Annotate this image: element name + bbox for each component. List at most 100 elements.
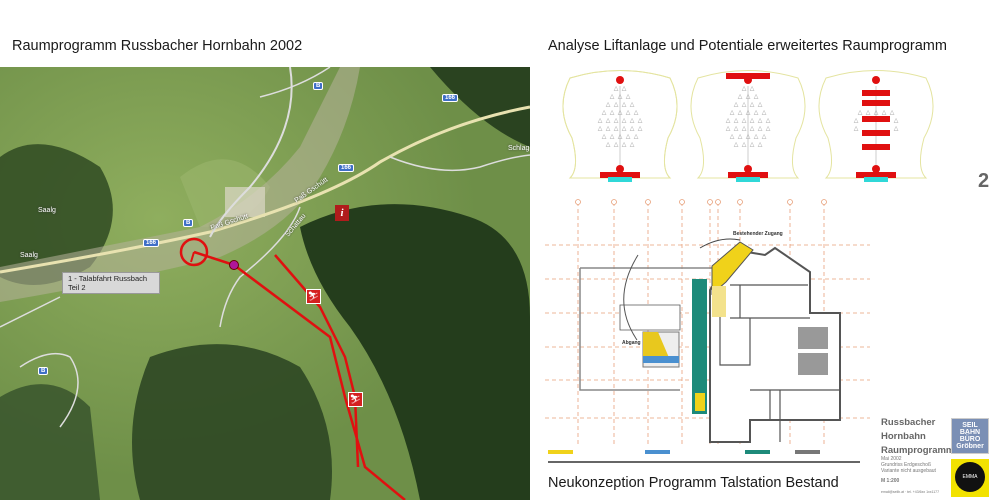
seat-mark: △ [742, 118, 747, 124]
seat-mark: △ [738, 134, 743, 140]
bus-stop-icon[interactable]: B [183, 219, 194, 227]
emma-logo-text: EMMA [955, 462, 985, 492]
seat-mark: △ [614, 102, 619, 108]
seat-mark: △ [630, 118, 635, 124]
seat-mark: △ [606, 118, 611, 124]
map-label-schlag: Schlag [508, 145, 530, 152]
lift-diagram: △△△△△△△△△ [818, 70, 934, 182]
seat-mark: △ [610, 94, 615, 100]
seat-mark: △ [630, 102, 635, 108]
tb-scale: M 1:200 [881, 478, 900, 484]
seat-mark: △ [766, 126, 771, 132]
seat-mark: △ [634, 110, 639, 116]
grid-axis-marker [787, 199, 793, 205]
seat-mark: △ [734, 142, 739, 148]
seat-mark: △ [754, 134, 759, 140]
tb-line1: Russbacher [881, 417, 936, 428]
map-label-saalg: Saalg [20, 252, 38, 259]
bus-stop-icon[interactable]: B [313, 82, 324, 90]
road-shield-166: 166 [338, 164, 355, 172]
ski-run-icon[interactable]: ⛷ [348, 392, 363, 407]
seat-mark: △ [866, 110, 871, 116]
seat-mark: △ [738, 94, 743, 100]
lift-station-bottom [872, 165, 880, 173]
seat-mark: △ [894, 126, 899, 132]
seat-mark: △ [734, 126, 739, 132]
seilbahnbuero-logo: SEIL BAHN BÜRO Gröbner [951, 418, 989, 454]
seat-mark: △ [766, 118, 771, 124]
map-graphics [0, 67, 530, 500]
seat-mark: △ [726, 118, 731, 124]
seat-mark: △ [758, 142, 763, 148]
seat-mark: △ [626, 134, 631, 140]
seat-mark: △ [890, 110, 895, 116]
seat-mark: △ [610, 134, 615, 140]
info-icon[interactable]: i [335, 205, 349, 221]
seat-mark: △ [734, 118, 739, 124]
map-label-saalg: Saalg [38, 207, 56, 214]
seat-mark: △ [602, 110, 607, 116]
grid-axis-marker [737, 199, 743, 205]
cyan-block [736, 177, 760, 182]
extension-block [726, 73, 770, 79]
seat-mark: △ [626, 94, 631, 100]
tb-date: Mai 2002 [881, 456, 902, 462]
lift-station-bottom [744, 165, 752, 173]
floor-plan [545, 199, 870, 463]
tooltip-line2: Teil 2 [68, 283, 86, 292]
tb-line3: Raumprogramm [881, 445, 955, 456]
seat-mark: △ [854, 126, 859, 132]
seat-mark: △ [750, 118, 755, 124]
station-block [600, 172, 640, 178]
seat-mark: △ [598, 118, 603, 124]
station-block [856, 172, 896, 178]
seat-mark: △ [614, 126, 619, 132]
ski-run-icon[interactable]: ⛷ [306, 289, 321, 304]
seat-mark: △ [598, 126, 603, 132]
grid-axis-marker [645, 199, 651, 205]
road-shield-166: 166 [143, 239, 160, 247]
seat-mark: △ [746, 110, 751, 116]
extension-block [862, 130, 890, 136]
seat-mark: △ [742, 126, 747, 132]
seat-mark: △ [746, 134, 751, 140]
seat-mark: △ [626, 110, 631, 116]
extension-block [862, 90, 890, 96]
seat-mark: △ [606, 126, 611, 132]
aerial-map[interactable]: Saalg Saalg Paß Gschütt Paß Gschütt Scha… [0, 67, 530, 500]
seat-mark: △ [730, 134, 735, 140]
seat-mark: △ [634, 134, 639, 140]
tb-line2: Hornbahn [881, 431, 926, 442]
seat-mark: △ [894, 118, 899, 124]
seat-mark: △ [726, 126, 731, 132]
seat-mark: △ [750, 86, 755, 92]
seat-mark: △ [754, 110, 759, 116]
tooltip-line1: 1 - Talabfahrt Russbach [68, 274, 148, 283]
seat-mark: △ [734, 102, 739, 108]
bottom-caption: Neukonzeption Programm Talstation Bestan… [548, 475, 839, 491]
seat-mark: △ [610, 110, 615, 116]
station-block [728, 172, 768, 178]
seat-mark: △ [622, 86, 627, 92]
seat-mark: △ [638, 126, 643, 132]
seat-mark: △ [622, 126, 627, 132]
seat-mark: △ [750, 142, 755, 148]
seat-mark: △ [618, 110, 623, 116]
seat-mark: △ [746, 94, 751, 100]
page-number: 2 [978, 170, 990, 192]
bus-stop-icon[interactable]: B [38, 367, 49, 375]
seat-mark: △ [630, 142, 635, 148]
seat-mark: △ [758, 102, 763, 108]
map-tooltip: 1 - Talabfahrt Russbach Teil 2 [62, 272, 160, 294]
seat-mark: △ [622, 118, 627, 124]
grid-axis-marker [821, 199, 827, 205]
seat-mark: △ [638, 118, 643, 124]
seat-mark: △ [622, 142, 627, 148]
grid-axis-marker [575, 199, 581, 205]
seat-mark: △ [618, 94, 623, 100]
grid-axis-marker [707, 199, 713, 205]
seat-mark: △ [750, 126, 755, 132]
seat-mark: △ [742, 142, 747, 148]
lift-station-top [872, 76, 880, 84]
seat-mark: △ [758, 118, 763, 124]
